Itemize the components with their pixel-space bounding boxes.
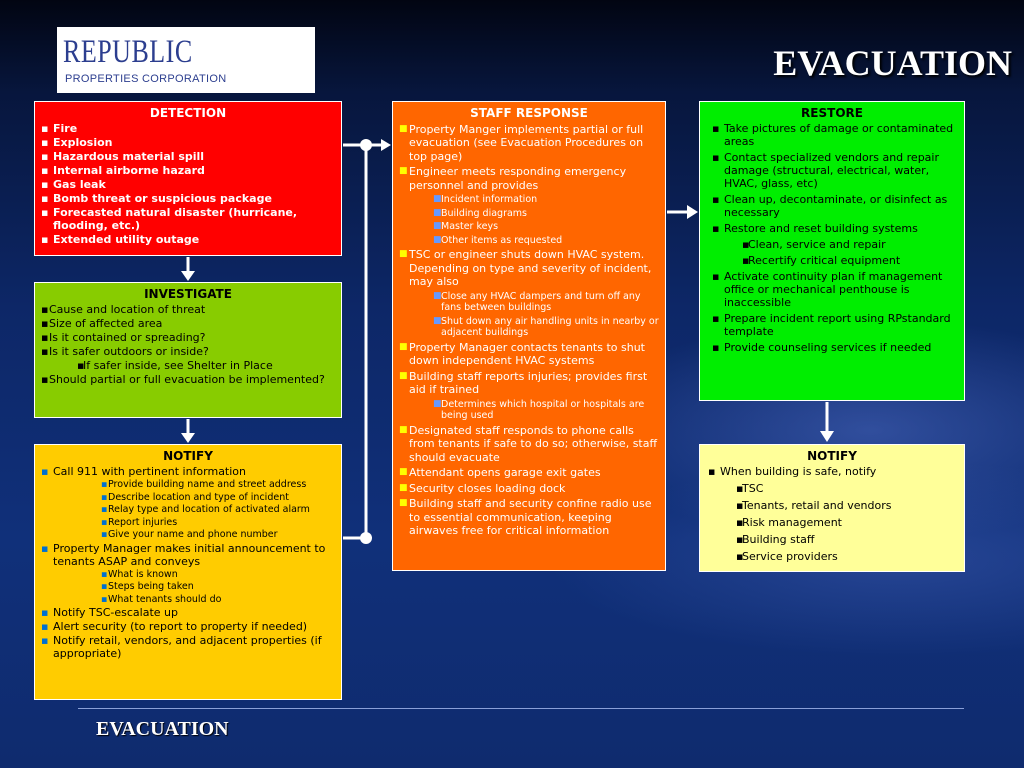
list-item: ■Incident information xyxy=(433,194,538,205)
footer-title: EVACUATION xyxy=(96,718,229,740)
footer-divider xyxy=(78,708,964,709)
list-item: ■Close any HVAC dampers and turn off any… xyxy=(433,290,641,314)
list-item: ▪Is it contained or spreading? xyxy=(41,331,206,344)
list-item: ▪Internal airborne hazard xyxy=(41,164,205,177)
list-item: ■Attendant opens garage exit gates xyxy=(399,466,601,479)
slide-title: EVACUATION xyxy=(773,43,1012,83)
list-item: ▪Recertify critical equipment xyxy=(742,254,901,267)
list-item: ▪Extended utility outage xyxy=(41,233,200,246)
list-item: ▪Should partial or full evacuation be im… xyxy=(41,373,325,386)
connector-dot-icon xyxy=(360,139,372,151)
list-item: ▪Gas leak xyxy=(41,178,106,191)
list-item: ▪Contact specialized vendors and repair … xyxy=(712,151,940,190)
list-item: ▪Restore and reset building systems xyxy=(712,222,918,235)
notify-right-box: NOTIFY ▪When building is safe, notify ▪T… xyxy=(699,444,965,572)
staff-response-box: STAFF RESPONSE ■Property Manger implemen… xyxy=(392,101,666,571)
list-item: ▪Is it safer outdoors or inside? xyxy=(41,345,209,358)
list-item: ■Engineer meets responding emergency per… xyxy=(399,165,627,192)
detection-title: DETECTION xyxy=(149,106,227,120)
list-item: ▪Relay type and location of activated al… xyxy=(101,504,310,515)
list-item: ▪Give your name and phone number xyxy=(101,529,278,540)
list-item: ▪Prepare incident report using RPstandar… xyxy=(712,312,951,338)
investigate-box: INVESTIGATE ▪Cause and location of threa… xyxy=(34,282,342,418)
list-item: ▪Report injuries xyxy=(101,516,178,528)
list-item: ▪Steps being taken xyxy=(101,581,194,592)
notify-right-title: NOTIFY xyxy=(807,449,857,463)
list-item: ▪Bomb threat or suspicious package xyxy=(41,192,272,205)
list-item: ■Building diagrams xyxy=(433,207,528,219)
list-item: ■Property Manager contacts tenants to sh… xyxy=(399,340,645,368)
list-item: ▪If safer inside, see Shelter in Place xyxy=(77,359,273,372)
detection-box: DETECTION ▪Fire ▪Explosion ▪Hazardous ma… xyxy=(34,101,342,256)
restore-box: RESTORE ▪Take pictures of damage or cont… xyxy=(699,101,965,401)
arrow-icon xyxy=(667,205,698,219)
list-item: ▪Provide building name and street addres… xyxy=(101,479,307,490)
list-item: ▪Call 911 with pertinent information xyxy=(41,465,247,478)
list-item: ▪Describe location and type of incident xyxy=(101,491,289,503)
list-item: ▪TSC xyxy=(736,482,764,495)
arrow-icon xyxy=(181,419,195,443)
notify-left-box: NOTIFY ▪Call 911 with pertinent informat… xyxy=(34,444,342,700)
list-item: ▪Cause and location of threat xyxy=(41,303,206,316)
arrow-icon xyxy=(181,257,195,281)
list-item: ▪Forecasted natural disaster (hurricane,… xyxy=(41,206,298,232)
list-item: ▪Activate continuity plan if management … xyxy=(712,270,943,309)
list-item: ■Building staff reports injuries; provid… xyxy=(399,369,648,397)
connector-dot-icon xyxy=(360,532,372,544)
list-item: ■Master keys xyxy=(433,221,499,232)
list-item: ■Building staff and security confine rad… xyxy=(399,497,652,537)
logo-subtitle: PROPERTIES CORPORATION xyxy=(65,73,227,85)
list-item: ▪Service providers xyxy=(736,550,838,563)
staff-response-title: STAFF RESPONSE xyxy=(470,106,588,120)
notify-left-title: NOTIFY xyxy=(163,449,213,463)
arrow-icon xyxy=(820,402,834,442)
list-item: ▪Explosion xyxy=(41,136,113,149)
restore-title: RESTORE xyxy=(801,106,863,120)
list-item: ▪Alert security (to report to property i… xyxy=(41,620,308,633)
list-item: ▪Take pictures of damage or contaminated… xyxy=(712,122,954,148)
list-item: ▪What tenants should do xyxy=(101,593,222,605)
list-item: ▪Risk management xyxy=(736,516,842,529)
list-item: ■Designated staff responds to phone call… xyxy=(399,423,658,464)
list-item: ▪Clean up, decontaminate, or disinfect a… xyxy=(712,193,948,219)
arrow-icon xyxy=(381,139,391,151)
list-item: ▪Clean, service and repair xyxy=(742,238,886,251)
list-item: ■TSC or engineer shuts down HVAC system.… xyxy=(399,248,652,288)
list-item: ■Property Manger implements partial or f… xyxy=(399,122,644,163)
list-item: ■Shut down any air handling units in nea… xyxy=(433,315,659,339)
company-logo: REPUBLIC PROPERTIES CORPORATION xyxy=(57,27,315,93)
list-item: ▪Provide counseling services if needed xyxy=(712,341,932,354)
logo-wordmark: REPUBLIC xyxy=(63,33,193,70)
list-item: ▪When building is safe, notify xyxy=(708,465,877,478)
list-item: ▪Hazardous material spill xyxy=(41,150,205,163)
list-item: ■Determines which hospital or hospitals … xyxy=(433,398,645,422)
list-item: ▪Notify retail, vendors, and adjacent pr… xyxy=(41,634,322,660)
list-item: ▪Building staff xyxy=(736,533,815,546)
list-item: ▪Fire xyxy=(41,122,78,135)
investigate-title: INVESTIGATE xyxy=(144,287,232,301)
list-item: ▪Property Manager makes initial announce… xyxy=(41,541,326,568)
list-item: ■Other items as requested xyxy=(433,234,563,246)
list-item: ▪Notify TSC-escalate up xyxy=(41,606,178,619)
connector-line xyxy=(343,143,382,540)
list-item: ▪Tenants, retail and vendors xyxy=(736,499,892,512)
list-item: ▪What is known xyxy=(101,568,178,580)
list-item: ■Security closes loading dock xyxy=(399,481,566,495)
list-item: ▪Size of affected area xyxy=(41,317,163,330)
